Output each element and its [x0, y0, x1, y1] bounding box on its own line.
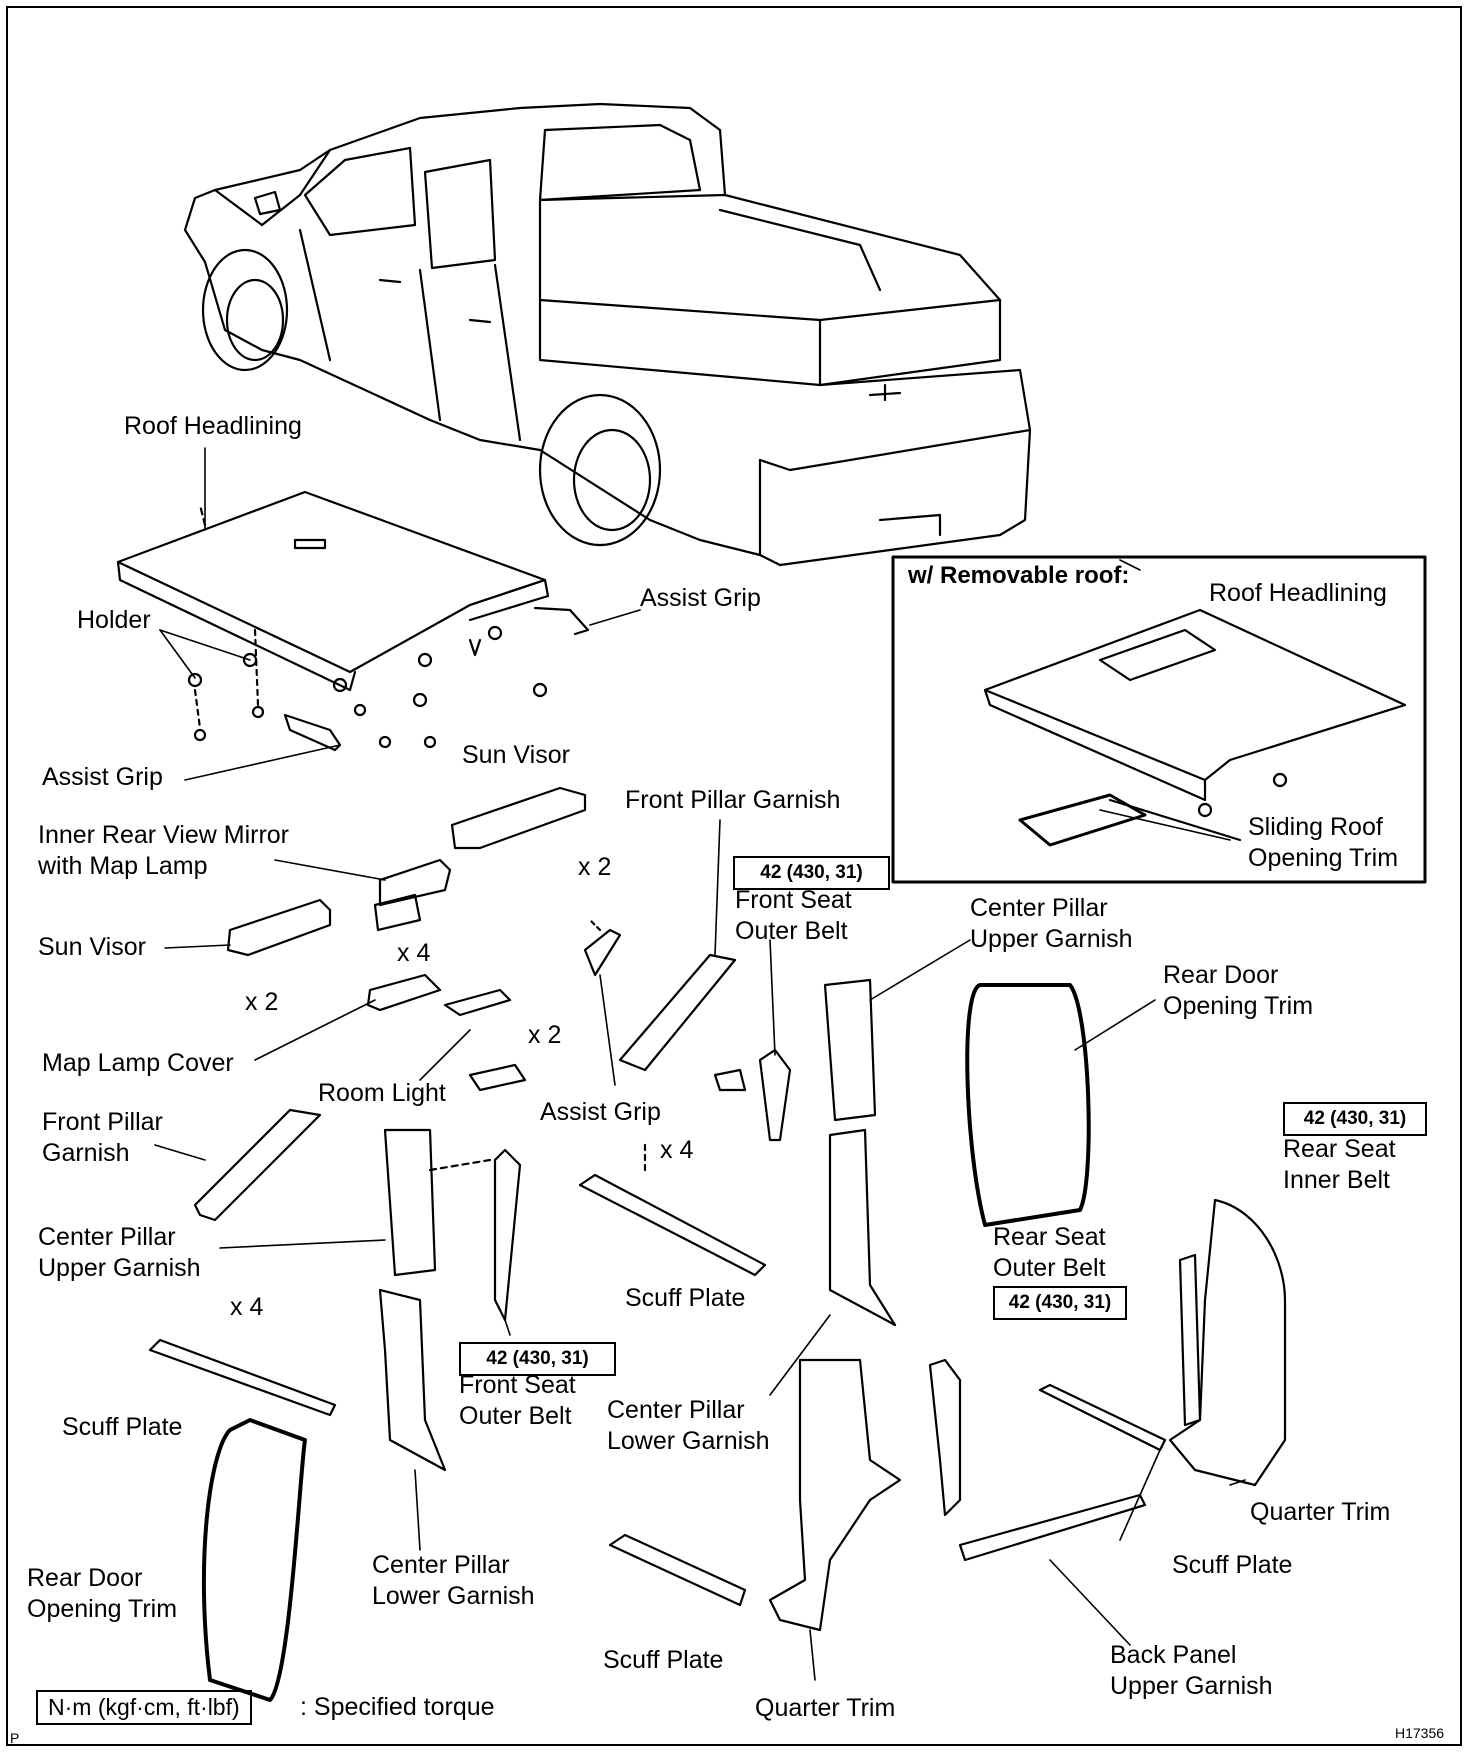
label-center-pillar-upper-left: Center Pillar Upper Garnish — [38, 1223, 201, 1282]
diagram-frame — [6, 6, 1462, 1746]
inset-label-sliding-roof-trim: Sliding Roof Opening Trim — [1248, 813, 1399, 872]
inset-title: w/ Removable roof: — [908, 562, 1130, 589]
torque-rear-outer: 42 (430, 31) — [993, 1286, 1127, 1320]
qty-x4-b: x 4 — [660, 1136, 694, 1164]
qty-x4-a: x 4 — [397, 939, 431, 967]
qty-x2-c: x 2 — [528, 1021, 562, 1049]
label-map-lamp-cover: Map Lamp Cover — [42, 1049, 234, 1077]
quarter-trim-right-part — [1168, 1198, 1287, 1487]
label-rear-seat-outer-belt: Rear Seat Outer Belt — [993, 1223, 1106, 1282]
inset-box — [891, 555, 1427, 884]
label-center-pillar-lower-mid: Center Pillar Lower Garnish — [607, 1396, 770, 1455]
room-light-part — [443, 988, 512, 1017]
qty-x4-c: x 4 — [230, 1293, 264, 1321]
inset-roof-part — [983, 608, 1407, 847]
truck-drawing — [183, 102, 1032, 567]
label-sun-visor-right: Sun Visor — [462, 741, 570, 769]
label-front-pillar-garnish-top: Front Pillar Garnish — [625, 786, 841, 814]
center-pillar-upper-right-part — [823, 978, 877, 1122]
torque-legend-text: : Specified torque — [300, 1693, 495, 1721]
label-rear-seat-inner-belt: Rear Seat Inner Belt — [1283, 1135, 1396, 1194]
inset-label-roof-headlining: Roof Headlining — [1209, 579, 1387, 607]
roof-headlining-part — [116, 490, 550, 692]
label-holder: Holder — [77, 606, 151, 634]
label-inner-mirror: Inner Rear View Mirror with Map Lamp — [38, 821, 290, 880]
label-scuff-plate-mid: Scuff Plate — [625, 1284, 746, 1312]
label-assist-grip-top: Assist Grip — [640, 584, 761, 612]
rear-seat-inner-belt-part — [1178, 1253, 1202, 1427]
front-seat-belt-bottom-part — [493, 1148, 522, 1322]
scuff-plate-mid-part — [578, 1173, 767, 1277]
center-pillar-lower-left-part — [378, 1288, 447, 1472]
label-assist-grip-mid: Assist Grip — [540, 1098, 661, 1126]
center-pillar-lower-mid-part — [828, 1128, 897, 1327]
label-center-pillar-lower-left: Center Pillar Lower Garnish — [372, 1551, 535, 1610]
qty-x2-a: x 2 — [578, 853, 612, 881]
label-rear-door-trim-right: Rear Door Opening Trim — [1163, 961, 1314, 1020]
front-pillar-garnish-mid-part — [618, 953, 737, 1072]
label-scuff-plate-right: Scuff Plate — [1172, 1551, 1293, 1579]
label-quarter-trim-right: Quarter Trim — [1250, 1498, 1391, 1526]
center-pillar-upper-left-part — [383, 1128, 437, 1277]
rear-seat-outer-belt-part — [928, 1358, 962, 1517]
torque-front-seat-bottom: 42 (430, 31) — [459, 1342, 616, 1376]
sun-visor-left-part — [226, 898, 332, 957]
scuff-plate-left-part — [148, 1338, 337, 1417]
label-room-light: Room Light — [318, 1079, 446, 1107]
label-scuff-plate-left: Scuff Plate — [62, 1413, 183, 1441]
sun-visor-right-part — [450, 786, 587, 850]
figure-code: H17356 — [1395, 1725, 1445, 1741]
label-front-seat-outer-belt-bottom: Front Seat Outer Belt — [459, 1371, 576, 1430]
leader-lines — [154, 447, 1246, 1681]
back-panel-upper-garnish-part — [958, 1493, 1147, 1562]
label-back-panel-upper-garnish: Back Panel Upper Garnish — [1110, 1641, 1273, 1700]
quarter-trim-bottom-part — [768, 1358, 902, 1632]
fastener-cluster — [187, 606, 590, 752]
rear-door-trim-right-part — [965, 983, 1091, 1227]
label-center-pillar-upper-right: Center Pillar Upper Garnish — [970, 894, 1133, 953]
rear-door-trim-left-part — [201, 1418, 307, 1702]
front-pillar-garnish-left-part — [193, 1108, 322, 1222]
label-quarter-trim-bottom: Quarter Trim — [755, 1694, 896, 1722]
front-seat-belt-top-part — [758, 1048, 792, 1142]
label-scuff-plate-bottom: Scuff Plate — [603, 1646, 724, 1674]
torque-front-seat-top: 42 (430, 31) — [733, 856, 890, 890]
label-front-seat-outer-belt-top: Front Seat Outer Belt — [735, 886, 852, 945]
label-sun-visor-left: Sun Visor — [38, 933, 146, 961]
torque-legend-box: N·m (kgf·cm, ft·lbf) — [36, 1690, 252, 1725]
label-roof-headlining: Roof Headlining — [124, 412, 302, 440]
label-rear-door-trim-left: Rear Door Opening Trim — [27, 1564, 178, 1623]
scuff-plate-bottom-part — [608, 1533, 747, 1607]
scuff-plate-right-part — [1038, 1383, 1167, 1452]
label-assist-grip-left: Assist Grip — [42, 763, 163, 791]
torque-rear-inner: 42 (430, 31) — [1283, 1102, 1427, 1136]
label-front-pillar-garnish-left: Front Pillar Garnish — [42, 1108, 163, 1167]
corner-p: P — [10, 1730, 20, 1746]
qty-x2-b: x 2 — [245, 988, 279, 1016]
inner-mirror-part — [378, 858, 452, 907]
map-lamp-cover-part — [366, 973, 442, 1012]
